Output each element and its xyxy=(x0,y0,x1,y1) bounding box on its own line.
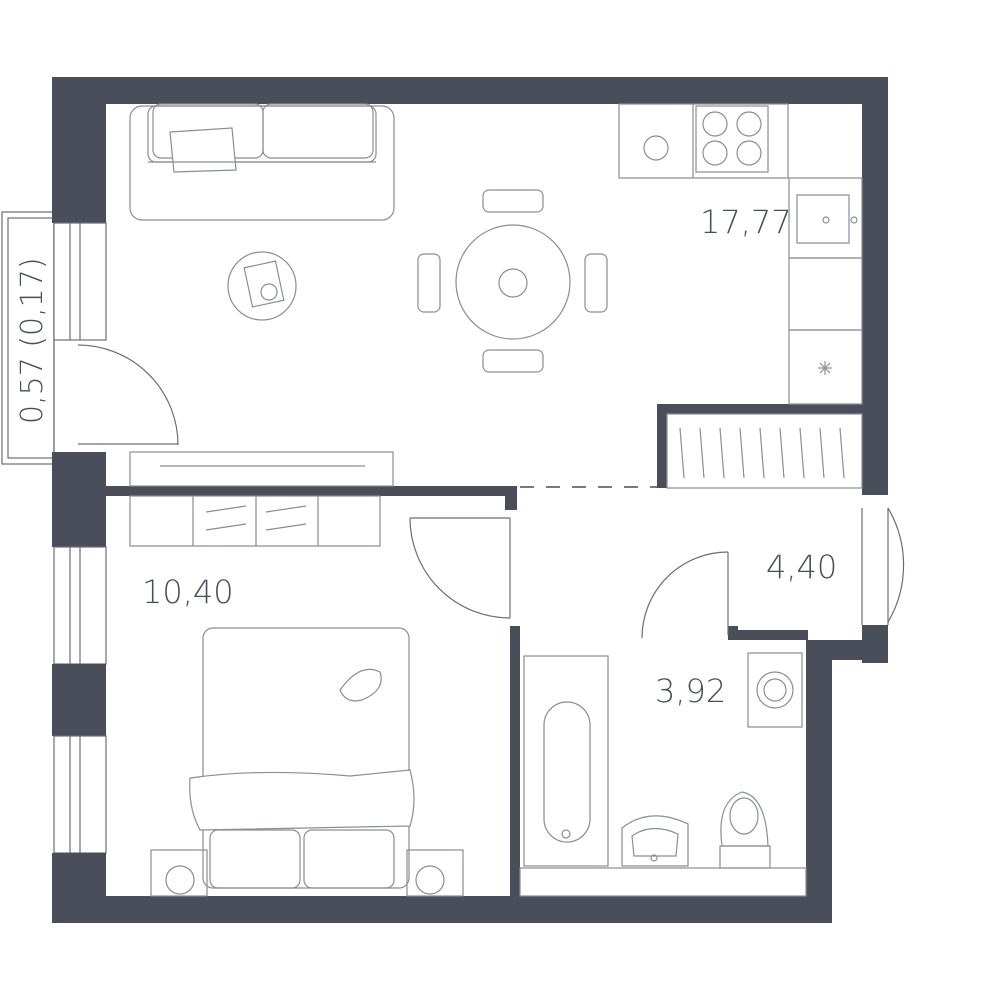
bed-icon xyxy=(189,627,415,889)
entrance-door-swing-icon[interactable] xyxy=(861,507,905,625)
bathroom-area-label: 3,92 xyxy=(655,672,726,710)
bathtub-icon xyxy=(523,655,609,867)
bathroom-shelf xyxy=(519,867,807,897)
fridge-icon xyxy=(788,257,863,405)
washbasin-icon xyxy=(621,815,689,867)
toilet-icon xyxy=(719,791,771,869)
walls xyxy=(52,77,888,923)
kitchen-living-area-label: 17,77 xyxy=(700,203,792,241)
bedroom-area-label: 10,40 xyxy=(142,573,234,611)
stove-icon xyxy=(618,103,789,179)
bathroom-door-swing-icon[interactable] xyxy=(641,551,729,639)
door-swing-icon[interactable] xyxy=(77,344,179,446)
sink-icon xyxy=(788,177,863,259)
balcony-area-label: 0,57 (0,17) xyxy=(15,257,50,424)
dresser-icon xyxy=(129,495,381,547)
wardrobe-icon xyxy=(666,413,863,489)
tv-stand-icon xyxy=(129,451,394,487)
coffee-table-icon xyxy=(227,251,297,321)
sofa-icon xyxy=(129,103,395,221)
hallway-area-label: 4,40 xyxy=(766,548,837,586)
bedroom-door-swing-icon[interactable] xyxy=(409,517,511,619)
dining-table-icon xyxy=(417,189,608,373)
nightstand-icon xyxy=(150,849,464,897)
washing-machine-icon xyxy=(747,652,803,728)
